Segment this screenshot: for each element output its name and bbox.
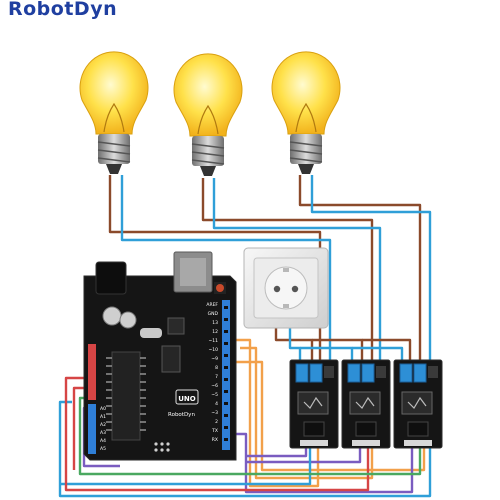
analog-pin-label-3: A3 (100, 430, 106, 436)
wire-ctrl-orange-3 (234, 360, 426, 472)
digital-pin-label-3: 12 (212, 329, 218, 335)
wire-ctrl-orange-2 (240, 346, 374, 480)
wire-bulb3-blue (310, 175, 432, 362)
digital-pin-label-11: 4 (215, 401, 218, 407)
digital-pin-label-10: ~5 (211, 392, 218, 398)
wire-ctrl-purple-2 (246, 448, 362, 464)
analog-pin-label-0: A0 (100, 406, 106, 412)
dimmer-module-3 (393, 359, 443, 449)
board-uno-mark: UNO (178, 395, 196, 403)
bulb-3 (271, 51, 341, 174)
power-header (88, 344, 96, 400)
wire-bulb1-blue (120, 175, 332, 362)
digital-pin-label-8: 7 (215, 374, 218, 380)
bulb-2 (173, 53, 243, 176)
wire-vcc-red-2 (72, 386, 88, 470)
wire-bulb2-brown (201, 178, 374, 362)
power-outlet (243, 247, 329, 329)
digital-pin-label-6: ~9 (211, 356, 218, 362)
digital-pin-label-7: 8 (215, 365, 218, 371)
dimmer-module-1 (289, 359, 339, 449)
wire-vcc-red (64, 376, 370, 492)
digital-pin-label-0: AREF (206, 302, 218, 308)
wire-gnd-blue-2 (60, 448, 312, 486)
analog-pin-label-2: A2 (100, 422, 106, 428)
digital-pin-label-12: ~3 (211, 410, 218, 416)
digital-pin-label-14: TX (211, 428, 218, 434)
bulb-1 (79, 51, 149, 174)
wire-bulb3-brown (298, 175, 422, 362)
digital-pin-label-4: ~11 (209, 338, 219, 344)
board-brand-mark: RobotDyn (168, 412, 195, 418)
wire-ctrl-purple (232, 432, 414, 494)
digital-pin-label-9: ~6 (211, 383, 218, 389)
digital-pin-label-5: ~10 (209, 347, 219, 353)
digital-header (222, 300, 230, 450)
wire-bulb2-blue (212, 178, 382, 362)
wire-mains-bus-brown-2 (362, 338, 412, 362)
analog-pin-label-4: A4 (100, 438, 106, 444)
brand-logo: RobotDyn (8, 0, 118, 20)
analog-header (88, 404, 96, 454)
digital-pin-label-13: 2 (215, 419, 218, 425)
wire-gnd-blue (58, 400, 432, 498)
analog-pin-label-5: A5 (100, 446, 106, 452)
digital-pin-labels: AREF GND 13 12 ~11 ~10 ~9 8 7 ~6 ~5 4 ~3 2TX RX (206, 302, 218, 443)
wire-mains-bus-blue-2 (352, 346, 404, 362)
dimmer-module-2 (341, 359, 391, 449)
wire-ctrl-purple-3 (246, 448, 308, 458)
wires (58, 175, 432, 498)
digital-pin-label-1: GND (208, 311, 219, 317)
digital-pin-label-15: RX (212, 437, 218, 443)
analog-pin-label-1: A1 (100, 414, 106, 420)
digital-pin-label-2: 13 (212, 320, 218, 326)
